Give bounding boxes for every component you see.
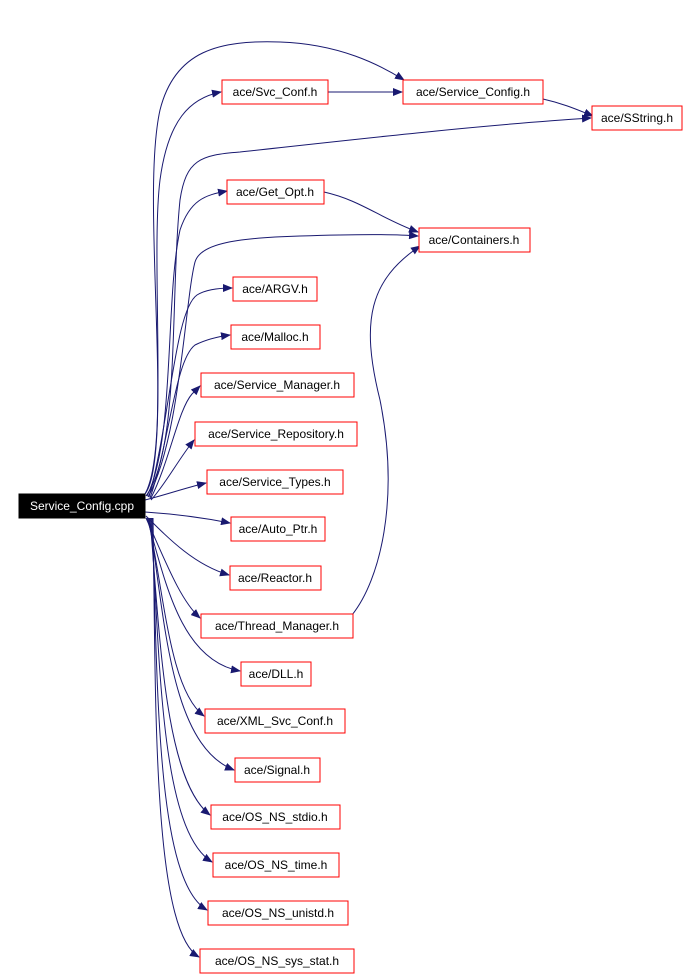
edge-root-auto-ptr	[144, 511, 231, 526]
edge-service-config-sstring	[542, 98, 594, 117]
node-os-ns-time[interactable]: ace/OS_NS_time.h	[212, 852, 340, 878]
node-label: ace/XML_Svc_Conf.h	[217, 714, 333, 728]
node-svc-conf[interactable]: ace/Svc_Conf.h	[221, 79, 329, 105]
edge-root-get-opt	[146, 188, 228, 497]
node-auto-ptr[interactable]: ace/Auto_Ptr.h	[230, 516, 326, 542]
edge-root-service-types	[144, 481, 207, 501]
edge-root-containers	[147, 231, 419, 498]
nodes: Service_Config.cpp ace/Svc_Conf.h ace/Se…	[18, 79, 683, 974]
node-label: ace/ARGV.h	[242, 282, 308, 296]
node-label: ace/Service_Manager.h	[214, 378, 340, 392]
node-label: ace/Get_Opt.h	[236, 185, 314, 199]
node-label: ace/OS_NS_stdio.h	[222, 810, 327, 824]
node-label: ace/OS_NS_time.h	[225, 858, 328, 872]
node-service-types[interactable]: ace/Service_Types.h	[206, 469, 344, 495]
node-sstring[interactable]: ace/SString.h	[591, 105, 683, 131]
node-signal[interactable]: ace/Signal.h	[234, 757, 321, 783]
edge-root-reactor	[145, 515, 230, 577]
node-label: ace/Auto_Ptr.h	[239, 522, 318, 536]
node-label: ace/Svc_Conf.h	[233, 85, 318, 99]
node-label: ace/Malloc.h	[241, 330, 308, 344]
node-label: ace/Service_Config.h	[416, 85, 530, 99]
node-containers[interactable]: ace/Containers.h	[418, 227, 531, 253]
node-service-repository[interactable]: ace/Service_Repository.h	[194, 421, 358, 447]
node-label: ace/Containers.h	[429, 233, 520, 247]
edge-root-argv	[148, 284, 233, 498]
edge-root-os-ns-sys-stat	[152, 517, 200, 958]
node-dll[interactable]: ace/DLL.h	[240, 661, 312, 687]
node-label: ace/Thread_Manager.h	[215, 619, 339, 633]
edge-root-service-manager	[150, 385, 201, 499]
node-label: ace/OS_NS_unistd.h	[222, 906, 334, 920]
node-service-config[interactable]: ace/Service_Config.h	[402, 79, 544, 105]
node-thread-manager[interactable]: ace/Thread_Manager.h	[200, 613, 354, 639]
edges	[143, 41, 594, 958]
edge-root-signal	[148, 517, 235, 771]
node-xml-svc-conf[interactable]: ace/XML_Svc_Conf.h	[204, 708, 346, 734]
edge-root-service-repository	[150, 439, 195, 501]
node-os-ns-unistd[interactable]: ace/OS_NS_unistd.h	[207, 900, 349, 926]
node-os-ns-sys-stat[interactable]: ace/OS_NS_sys_stat.h	[199, 948, 355, 974]
node-label: ace/DLL.h	[249, 667, 304, 681]
node-os-ns-stdio[interactable]: ace/OS_NS_stdio.h	[210, 804, 341, 830]
node-label: ace/Reactor.h	[238, 571, 312, 585]
node-get-opt[interactable]: ace/Get_Opt.h	[226, 179, 325, 205]
edge-get-opt-containers	[323, 191, 419, 233]
edge-thread-manager-containers	[351, 245, 421, 616]
edge-root-malloc	[149, 332, 231, 499]
node-label: Service_Config.cpp	[30, 499, 134, 513]
node-malloc[interactable]: ace/Malloc.h	[230, 324, 321, 350]
node-service-config-cpp[interactable]: Service_Config.cpp	[18, 493, 146, 519]
node-label: ace/Service_Repository.h	[208, 427, 344, 441]
node-label: ace/SString.h	[601, 111, 673, 125]
node-reactor[interactable]: ace/Reactor.h	[229, 565, 322, 591]
edge-root-sstring	[145, 114, 592, 497]
node-label: ace/OS_NS_sys_stat.h	[215, 954, 339, 968]
node-label: ace/Service_Types.h	[219, 475, 330, 489]
edge-root-service-config	[144, 41, 405, 495]
node-label: ace/Signal.h	[244, 763, 310, 777]
node-service-manager[interactable]: ace/Service_Manager.h	[200, 372, 355, 398]
node-argv[interactable]: ace/ARGV.h	[232, 276, 318, 302]
edge-root-os-ns-unistd	[151, 517, 208, 911]
